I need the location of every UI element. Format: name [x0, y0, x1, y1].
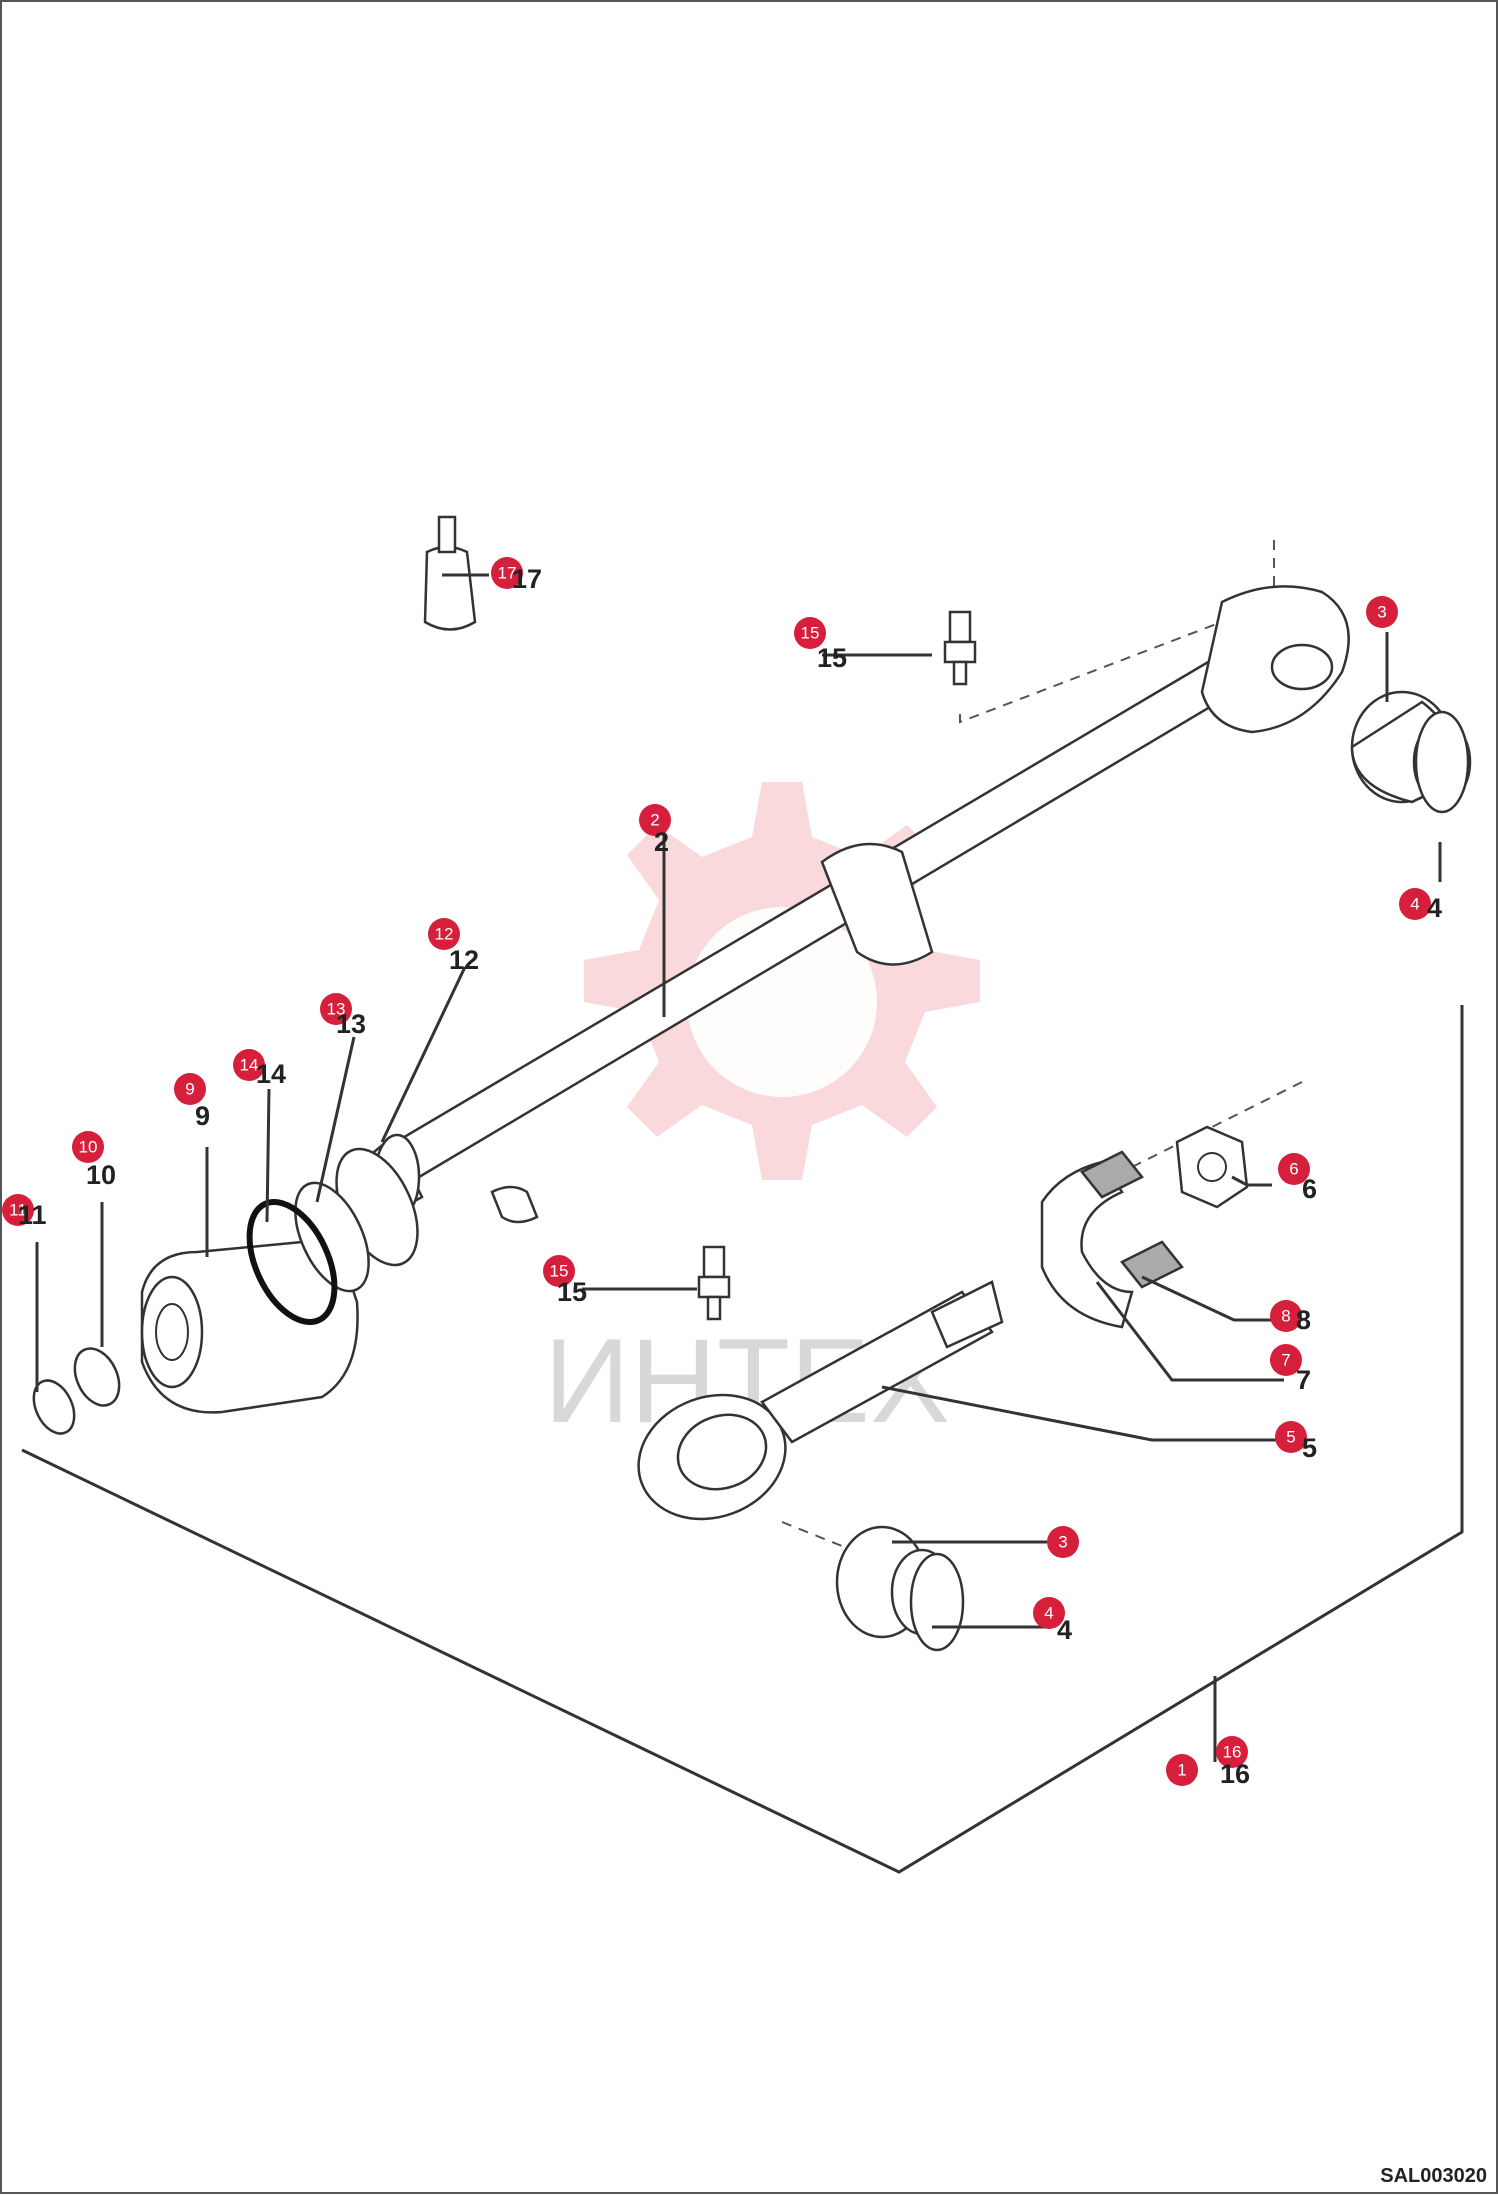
svg-text:4: 4: [1410, 895, 1419, 914]
svg-text:1: 1: [1177, 1761, 1186, 1780]
svg-text:10: 10: [79, 1138, 98, 1157]
seal-10: [73, 1347, 121, 1407]
label-8: 8: [1296, 1305, 1311, 1335]
svg-text:13: 13: [327, 1000, 346, 1019]
axis-nut: [1131, 1081, 1303, 1168]
drawing-code: SAL003020: [1380, 2165, 1487, 2187]
tube-port: [490, 1185, 539, 1224]
callout-15-lower[interactable]: 15: [543, 1255, 575, 1287]
label-10: 10: [86, 1160, 116, 1190]
label-15-upper: 15: [817, 643, 847, 673]
svg-text:16: 16: [1223, 1743, 1242, 1762]
callout-4-lower[interactable]: 4: [1033, 1597, 1065, 1629]
svg-text:14: 14: [240, 1056, 259, 1075]
callout-17[interactable]: 17: [491, 557, 523, 589]
callout-8[interactable]: 8: [1270, 1300, 1302, 1332]
rod-eye-lower: [637, 1280, 1004, 1521]
label-11: 11: [18, 1200, 47, 1230]
label-7: 7: [1296, 1365, 1311, 1395]
svg-text:2: 2: [650, 811, 659, 830]
svg-text:15: 15: [550, 1262, 569, 1281]
callout-16[interactable]: 16: [1216, 1736, 1248, 1768]
clamp-block-8: [1080, 1150, 1184, 1289]
callout-15-upper[interactable]: 15: [794, 617, 826, 649]
grease-fitting-upper: [943, 610, 977, 686]
label-12: 12: [449, 945, 479, 975]
svg-text:3: 3: [1058, 1533, 1067, 1552]
svg-text:8: 8: [1281, 1307, 1290, 1326]
callout-5[interactable]: 5: [1275, 1421, 1307, 1453]
callout-14[interactable]: 14: [233, 1049, 265, 1081]
svg-text:7: 7: [1281, 1351, 1290, 1370]
label-17: 17: [512, 564, 542, 594]
svg-text:4: 4: [1044, 1604, 1053, 1623]
label-14: 14: [256, 1059, 286, 1089]
o-ring-14: [246, 1199, 338, 1325]
label-16: 16: [1220, 1759, 1250, 1789]
gland-nut: [140, 1240, 359, 1414]
svg-text:5: 5: [1286, 1428, 1295, 1447]
backup-ring-13: [294, 1181, 370, 1293]
svg-text:9: 9: [185, 1080, 194, 1099]
sealant-tube: [423, 515, 477, 631]
label-2: 2: [654, 827, 669, 857]
svg-text:3: 3: [1377, 603, 1386, 622]
piston-rod: [360, 585, 1350, 1204]
svg-text:15: 15: [801, 624, 820, 643]
svg-text:11: 11: [9, 1201, 27, 1220]
label-9: 9: [195, 1101, 210, 1131]
callout-9[interactable]: 9: [174, 1073, 206, 1105]
callout-10[interactable]: 10: [72, 1131, 104, 1163]
callout-3-upper[interactable]: 3: [1366, 596, 1398, 628]
callout-4-upper[interactable]: 4: [1399, 888, 1431, 920]
clamp-7: [1040, 1160, 1134, 1329]
grease-fitting-lower: [697, 1245, 731, 1321]
callout-2[interactable]: 2: [639, 804, 671, 836]
callout-7[interactable]: 7: [1270, 1344, 1302, 1376]
grease-axis-top: [959, 540, 1275, 724]
snap-ring-11: [32, 1379, 76, 1435]
svg-text:12: 12: [435, 925, 454, 944]
label-5: 5: [1302, 1433, 1317, 1463]
label-4-upper: 4: [1427, 893, 1442, 923]
label-4-lower: 4: [1057, 1615, 1072, 1645]
svg-text:17: 17: [498, 564, 517, 583]
callout-13[interactable]: 13: [320, 993, 352, 1025]
callout-12[interactable]: 12: [428, 918, 460, 950]
svg-text:6: 6: [1289, 1160, 1298, 1179]
circlip-upper: [1414, 710, 1470, 814]
label-15-lower: 15: [557, 1277, 587, 1307]
leader-lines: [35, 573, 1442, 1629]
label-13: 13: [336, 1009, 366, 1039]
circlip-lower: [909, 1552, 965, 1652]
callout-3-lower[interactable]: 3: [1047, 1526, 1079, 1558]
lock-nut: [1175, 1125, 1249, 1209]
assembly-bracket: [21, 1005, 1464, 1874]
label-6: 6: [1302, 1174, 1317, 1204]
callout-1[interactable]: 1: [1166, 1754, 1198, 1786]
callout-6[interactable]: 6: [1278, 1153, 1310, 1185]
callout-11[interactable]: 11: [2, 1194, 34, 1226]
